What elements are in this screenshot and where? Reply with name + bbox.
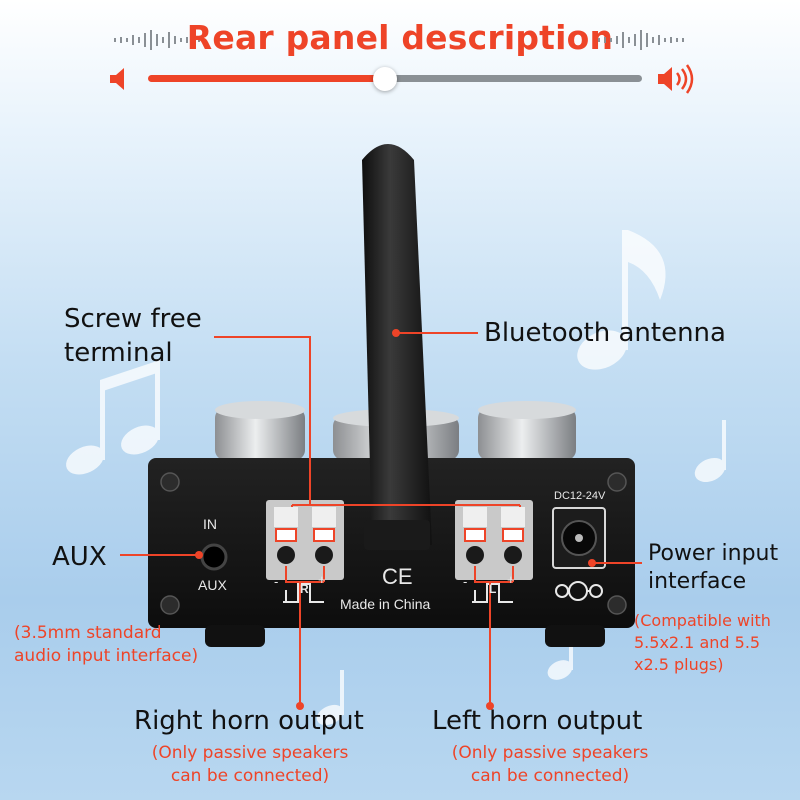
- made-in-label: Made in China: [340, 596, 431, 612]
- rubber-foot: [545, 625, 605, 647]
- speaker-symbol-icon: [283, 583, 324, 603]
- screw-icon: [160, 472, 180, 492]
- note-left-horn-output: (Only passive speakers can be connected): [451, 743, 649, 786]
- speaker-high-icon[interactable]: [654, 62, 698, 96]
- bluetooth-antenna-icon: [362, 144, 432, 550]
- dc-power-jack-icon: [552, 507, 606, 569]
- callout-lines: [120, 332, 642, 706]
- progress-filled: [148, 75, 386, 82]
- volume-knob-right: [478, 401, 576, 460]
- label-bluetooth-antenna: Bluetooth antenna: [484, 318, 726, 348]
- label-right-horn-output: Right horn output: [134, 706, 364, 736]
- ce-mark: CE: [382, 564, 413, 589]
- speaker-low-icon[interactable]: [106, 64, 140, 94]
- note-right-horn-output: (Only passive speakers can be connected): [151, 743, 349, 786]
- sound-wave-icon: [598, 30, 684, 50]
- aux-jack-icon: [200, 543, 228, 571]
- terminal-plus-l: +: [507, 572, 515, 587]
- terminal-minus-r: -: [274, 574, 279, 589]
- music-note-icon: [547, 630, 573, 680]
- device-aux-label: AUX: [198, 577, 227, 593]
- screw-icon: [607, 595, 627, 615]
- music-note-icon: [316, 670, 344, 726]
- music-note-icon: [694, 420, 726, 483]
- terminal-block-right-channel: [266, 500, 344, 580]
- progress-track: [385, 75, 642, 82]
- page-title: Rear panel description: [186, 18, 614, 57]
- polarity-icon: [555, 581, 603, 601]
- channel-r-label: R: [300, 582, 309, 596]
- label-aux: AUX: [52, 542, 107, 572]
- volume-knob-left: [215, 401, 305, 460]
- callout-dot: [296, 702, 304, 710]
- speaker-symbol-icon: [472, 583, 513, 603]
- callout-dot: [588, 559, 596, 567]
- device-in-label: IN: [203, 516, 217, 532]
- terminal-plus-r: +: [318, 572, 326, 587]
- screw-icon: [160, 595, 180, 615]
- channel-l-label: L: [489, 582, 497, 596]
- callout-dot: [195, 551, 203, 559]
- music-note-icon: [66, 360, 160, 475]
- music-note-icon: [577, 230, 666, 370]
- terminal-minus-l: -: [463, 574, 468, 589]
- progress-knob[interactable]: [373, 67, 398, 91]
- sound-wave-icon: [114, 30, 200, 50]
- rubber-foot: [205, 625, 265, 647]
- note-aux: (3.5mm standard audio input interface): [14, 623, 199, 666]
- callout-dot: [486, 702, 494, 710]
- device-dc-label: DC12-24V: [554, 490, 606, 502]
- terminal-block-left-channel: [455, 500, 533, 580]
- screw-icon: [607, 472, 627, 492]
- label-power-input: Power input interface: [648, 541, 779, 594]
- label-screw-free-terminal: Screw free terminal: [64, 304, 202, 368]
- callout-dot: [392, 329, 400, 337]
- label-left-horn-output: Left horn output: [432, 706, 643, 736]
- note-power-input: (Compatible with 5.5x2.1 and 5.5 x2.5 pl…: [634, 611, 771, 674]
